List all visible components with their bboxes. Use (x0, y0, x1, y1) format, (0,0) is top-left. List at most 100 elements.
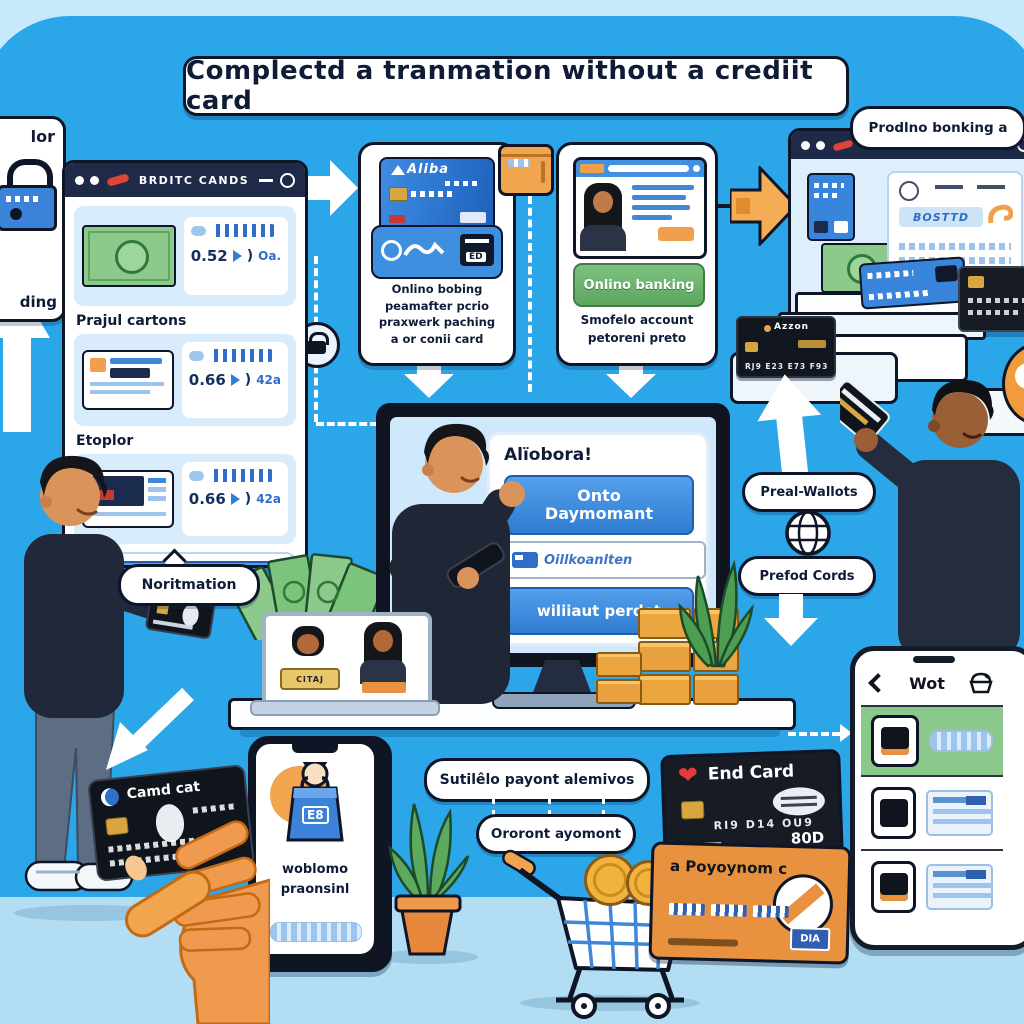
search-icon[interactable] (280, 172, 295, 188)
laptop-base (250, 700, 440, 716)
payment-option-row[interactable]: 0.52 ) Oa. (74, 206, 296, 306)
oval-logo-icon (772, 786, 826, 817)
step-panel-account: Onlino banking Smofelo account petoreni … (556, 142, 718, 366)
price-suffix: 42a (256, 373, 281, 387)
card-icon (512, 552, 538, 568)
price-value: 0.66 (188, 490, 226, 508)
down-left-arrow-icon (106, 687, 194, 770)
label-dash (548, 798, 551, 816)
price-value: 0.66 (188, 371, 226, 389)
down-arrow-panel2-icon (606, 356, 656, 398)
chevron-right-icon (840, 724, 852, 742)
signature-icon (403, 241, 445, 257)
mini-button (658, 227, 694, 241)
plant-center (678, 559, 754, 668)
section-label: Prajul cartons (76, 313, 187, 329)
panel1-caption-line: peamafter pcrio (384, 298, 490, 313)
panel2-caption-line: petoreni preto (587, 331, 687, 345)
card-brand: Aliba (407, 162, 450, 177)
chip-icon (968, 276, 984, 288)
shelf-card-brand: Azzon (774, 322, 810, 332)
browser-titlebar: BRDITC CANDS (65, 163, 305, 197)
play-icon (230, 374, 240, 386)
alternatives-label: Sutilêlo payont alemivos (424, 758, 650, 802)
wallet-row[interactable] (861, 777, 1003, 851)
panel1-caption-line: praxwerk paching (378, 315, 496, 330)
prepaid-cards-browser: BRDITC CANDS 0.52 (62, 160, 308, 568)
panel2-caption-line: Smofelo account (580, 313, 694, 327)
online-banking-button[interactable]: Onlino banking (573, 263, 705, 307)
phone-notch (292, 744, 338, 753)
arrow-connector (710, 204, 734, 208)
phone-title: Wot (909, 673, 945, 693)
laptop-avatar-man (288, 626, 328, 666)
gold-bricks-small (596, 652, 642, 704)
laptop-badge: CITAJ (280, 668, 340, 690)
card-thumbnail (82, 350, 174, 410)
bag-label: E8 (302, 806, 329, 824)
page-title: Complectd a tranmation without a crediit… (186, 56, 814, 116)
phone-caption-line: woblomo (281, 862, 349, 877)
wallet-icon (498, 144, 554, 196)
account-pill (210, 224, 275, 237)
window-dot (90, 175, 99, 185)
secure-banking-badge: lor ding (0, 116, 66, 322)
potted-plant (388, 803, 470, 956)
wallet-phone: Wot (850, 646, 1024, 950)
account-pill (208, 469, 273, 482)
window-dot (816, 140, 825, 150)
orange-card: a Poyoynom c DIA (648, 841, 852, 965)
window-dot (75, 175, 84, 185)
price-suffix: 42a (256, 492, 281, 506)
label-dash (602, 798, 605, 816)
banknote-icon (82, 225, 176, 287)
payment-option-row[interactable]: 0.66 ) 42a (74, 334, 296, 426)
chip-icon (745, 342, 758, 352)
down-arrow-wallets-icon (764, 594, 818, 646)
no-sign-icon (772, 873, 834, 936)
mini-black-card (958, 266, 1024, 332)
down-arrow-panel1-icon (404, 356, 454, 398)
terminal-icon: ED (460, 234, 494, 266)
card-thumb (871, 787, 917, 839)
label-dash (492, 798, 495, 816)
card-thumb (871, 861, 917, 913)
floor-shadow-plant (378, 950, 478, 964)
hook-icon (988, 204, 1013, 224)
reader-card: ED (371, 225, 503, 279)
minimize-icon[interactable] (259, 178, 273, 182)
wave-icon (391, 165, 405, 175)
phone-cta-pill[interactable] (270, 922, 362, 942)
chip-icon (680, 800, 705, 820)
dashed-to-phone (788, 732, 840, 736)
orange-card-title: a Poyoynom c (669, 856, 788, 878)
wallet-row[interactable] (861, 851, 1003, 921)
avatar-face (593, 191, 613, 213)
browser-title: BRDITC CANDS (138, 173, 250, 187)
desk-shadow (240, 728, 780, 737)
brand-dot-icon (764, 325, 771, 332)
laptop: CITAJ (262, 612, 432, 712)
avatar-body (580, 225, 626, 251)
price-suffix: Oa. (258, 249, 281, 263)
dashed-connector-b (528, 196, 532, 392)
swoosh-icon (832, 138, 854, 152)
holding-hand (125, 820, 270, 1024)
shopping-bag-icon (286, 762, 344, 842)
profile-browser-thumb (573, 157, 707, 259)
chip-icon (389, 187, 408, 201)
card-number-input[interactable]: Oillkoanlten (504, 541, 706, 579)
tab-icon (580, 164, 604, 173)
cloud-icon (188, 350, 204, 361)
wallet-row-selected[interactable] (861, 705, 1003, 777)
basket-icon[interactable] (969, 672, 993, 694)
cloud-icon (188, 470, 204, 481)
orange-card-code-box: DIA (789, 927, 831, 952)
window-dot (801, 140, 810, 150)
row-detail (926, 790, 994, 836)
pay-button[interactable]: Onto Daymomant (504, 475, 694, 535)
phone-notch (913, 656, 955, 663)
panel1-caption-line: a or conii card (390, 332, 484, 347)
play-icon (230, 493, 240, 505)
